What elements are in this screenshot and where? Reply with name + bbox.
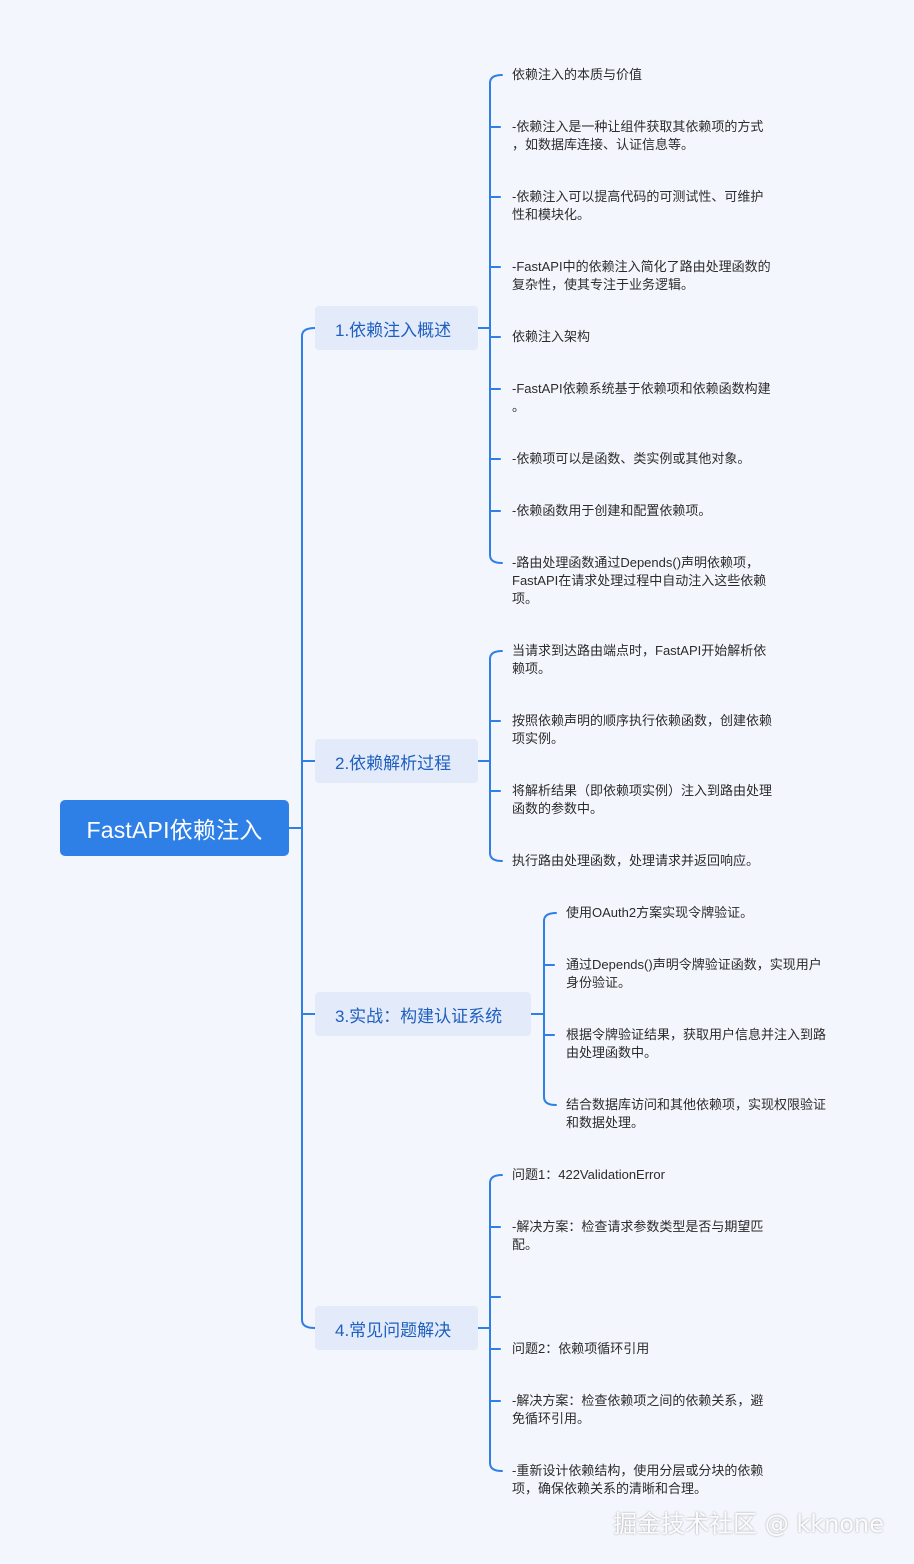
leaf-spine [489, 74, 503, 564]
leaf-node[interactable]: 通过Depends()声明令牌验证函数，实现用户身份验证。 [566, 956, 822, 992]
leaf-node[interactable]: 按照依赖声明的顺序执行依赖函数，创建依赖项实例。 [512, 712, 772, 748]
leaf-text-line: 按照依赖声明的顺序执行依赖函数，创建依赖 [512, 713, 773, 728]
leaf-text-line: 根据令牌验证结果，获取用户信息并注入到路 [566, 1027, 827, 1042]
leaf-node[interactable]: 依赖注入的本质与价值 [512, 66, 642, 84]
root-node[interactable]: FastAPI依赖注入 [60, 800, 289, 856]
leaf-text-line: 函数的参数中。 [512, 801, 604, 816]
leaf-node[interactable]: 将解析结果（即依赖项实例）注入到路由处理函数的参数中。 [512, 782, 772, 818]
leaf-text-line: 。 [512, 399, 526, 414]
leaf-node[interactable]: 结合数据库访问和其他依赖项，实现权限验证和数据处理。 [566, 1096, 826, 1132]
leaf-node[interactable]: -FastAPI中的依赖注入简化了路由处理函数的复杂性，使其专注于业务逻辑。 [512, 258, 771, 294]
branch-node-resolution-process[interactable]: 2.依赖解析过程 [315, 739, 478, 783]
leaf-text-line: 问题2：依赖项循环引用 [512, 1341, 650, 1356]
leaf-node[interactable]: -依赖注入可以提高代码的可测试性、可维护性和模块化。 [512, 188, 763, 224]
leaf-node[interactable]: -依赖注入是一种让组件获取其依赖项的方式 ，如数据库连接、认证信息等。 [512, 118, 763, 154]
leaf-text-line: 当请求到达路由端点时，FastAPI开始解析依 [512, 643, 767, 658]
leaf-node[interactable]: 执行路由处理函数，处理请求并返回响应。 [512, 852, 759, 870]
leaf-node[interactable]: -重新设计依赖结构，使用分层或分块的依赖项，确保依赖关系的清晰和合理。 [512, 1462, 763, 1498]
leaf-text-line: 赖项。 [512, 661, 552, 676]
leaf-text-line: 使用OAuth2方案实现令牌验证。 [566, 905, 754, 920]
leaf-spine [543, 912, 557, 1106]
leaf-text-line: -依赖注入是一种让组件获取其依赖项的方式 [512, 119, 764, 134]
leaf-text-line: -解决方案：检查依赖项之间的依赖关系，避 [512, 1393, 764, 1408]
leaf-text-line: 将解析结果（即依赖项实例）注入到路由处理 [512, 783, 773, 798]
leaf-node[interactable]: 依赖注入架构 [512, 328, 590, 346]
leaf-node[interactable]: -FastAPI依赖系统基于依赖项和依赖函数构建。 [512, 380, 771, 416]
leaf-text-line: -重新设计依赖结构，使用分层或分块的依赖 [512, 1463, 764, 1478]
leaf-text-line: -依赖项可以是函数、类实例或其他对象。 [512, 451, 751, 466]
branch-node-common-issues[interactable]: 4.常见问题解决 [315, 1306, 478, 1350]
leaf-node[interactable]: 当请求到达路由端点时，FastAPI开始解析依赖项。 [512, 642, 766, 678]
leaf-text-line: 依赖注入的本质与价值 [512, 67, 643, 82]
leaf-text-line: 性和模块化。 [512, 207, 591, 222]
leaf-node[interactable]: -依赖项可以是函数、类实例或其他对象。 [512, 450, 750, 468]
leaf-text-line: 项实例。 [512, 731, 565, 746]
leaf-text-line: -FastAPI依赖系统基于依赖项和依赖函数构建 [512, 381, 771, 396]
leaf-text-line: 执行路由处理函数，处理请求并返回响应。 [512, 853, 760, 868]
branch-node-overview[interactable]: 1.依赖注入概述 [315, 306, 478, 350]
leaf-text-line: 身份验证。 [566, 975, 632, 990]
leaf-text-line: FastAPI在请求处理过程中自动注入这些依赖 [512, 573, 767, 588]
leaf-text-line: -依赖注入可以提高代码的可测试性、可维护 [512, 189, 764, 204]
leaf-text-line: 项，确保依赖关系的清晰和合理。 [512, 1481, 708, 1496]
leaf-node[interactable]: 使用OAuth2方案实现令牌验证。 [566, 904, 753, 922]
leaf-text-line: 和数据处理。 [566, 1115, 645, 1130]
leaf-node[interactable]: -路由处理函数通过Depends()声明依赖项， FastAPI在请求处理过程中自… [512, 554, 766, 608]
leaf-text-line [512, 1288, 516, 1306]
branch-node-auth-system[interactable]: 3.实战：构建认证系统 [315, 992, 531, 1036]
trunk [301, 327, 316, 1329]
leaf-text-line: 项。 [512, 591, 539, 606]
leaf-node[interactable]: -依赖函数用于创建和配置依赖项。 [512, 502, 711, 520]
leaf-node[interactable]: 问题2：依赖项循环引用 [512, 1340, 649, 1358]
leaf-node[interactable]: 问题1：422ValidationError [512, 1166, 665, 1184]
leaf-text-line: 问题1：422ValidationError [512, 1167, 665, 1182]
leaf-text-line: 通过Depends()声明令牌验证函数，实现用户 [566, 957, 822, 972]
leaf-node[interactable]: -解决方案：检查依赖项之间的依赖关系，避免循环引用。 [512, 1392, 763, 1428]
leaf-node[interactable]: 根据令牌验证结果，获取用户信息并注入到路由处理函数中。 [566, 1026, 826, 1062]
leaf-node[interactable]: -解决方案：检查请求参数类型是否与期望匹配。 [512, 1218, 763, 1254]
leaf-node[interactable] [512, 1288, 516, 1306]
leaf-text-line: 由处理函数中。 [566, 1045, 658, 1060]
leaf-text-line: -FastAPI中的依赖注入简化了路由处理函数的 [512, 259, 771, 274]
leaf-text-line: -依赖函数用于创建和配置依赖项。 [512, 503, 712, 518]
leaf-text-line: 依赖注入架构 [512, 329, 591, 344]
leaf-text-line: -路由处理函数通过Depends()声明依赖项， [512, 555, 760, 570]
leaf-text-line: 复杂性，使其专注于业务逻辑。 [512, 277, 695, 292]
leaf-text-line: ，如数据库连接、认证信息等。 [512, 137, 695, 152]
leaf-spine [489, 650, 503, 862]
leaf-text-line: -解决方案：检查请求参数类型是否与期望匹 [512, 1219, 764, 1234]
leaf-spine [489, 1174, 503, 1472]
leaf-text-line: 免循环引用。 [512, 1411, 591, 1426]
watermark: 掘金技术社区 @ kknone [613, 1510, 884, 1538]
leaf-text-line: 配。 [512, 1237, 539, 1252]
leaf-text-line: 结合数据库访问和其他依赖项，实现权限验证 [566, 1097, 827, 1112]
